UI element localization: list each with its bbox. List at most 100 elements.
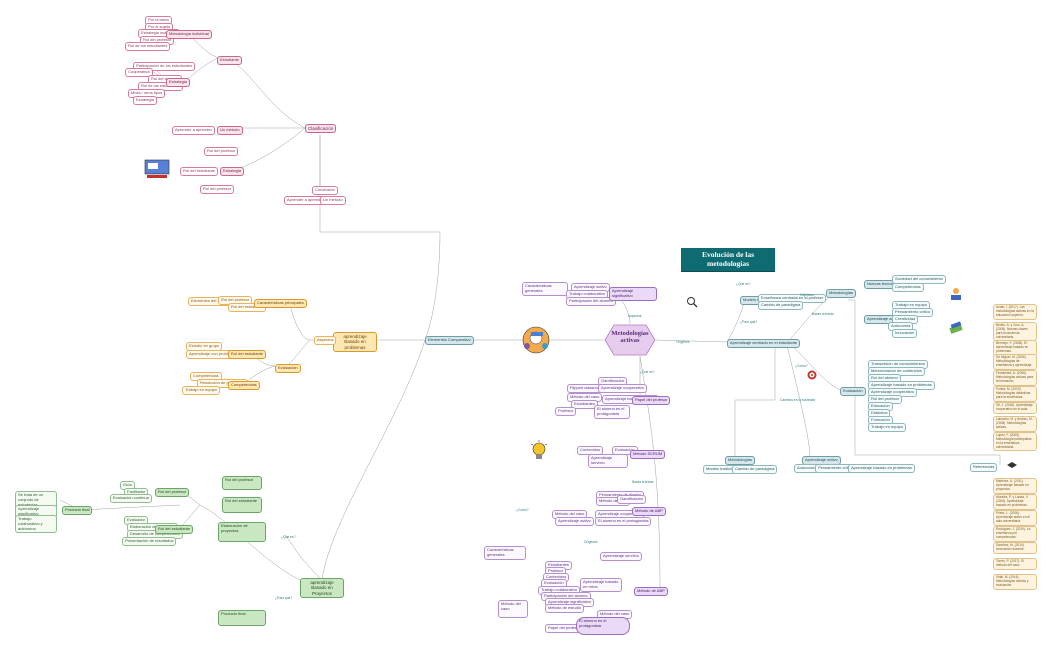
reference-16: Vidal, M. (2016). Metodologías activas y…	[993, 574, 1037, 590]
graduation-cap-icon	[1007, 462, 1017, 468]
purple-node-11[interactable]: Estudiantes	[571, 400, 598, 409]
label-8: ¿Cómo?	[795, 364, 808, 368]
pink-node-18[interactable]: Rol del estudiante	[180, 167, 219, 176]
label-6: Bases teóricas	[812, 312, 834, 316]
green-node-13[interactable]: Rol del estudiante	[155, 525, 194, 534]
purple-node-26[interactable]: Método de ABP	[632, 507, 666, 516]
purple-node-37[interactable]: Método de estudio	[545, 604, 584, 613]
reference-1: Aznar, I. (2017). Las metodologías activ…	[993, 304, 1037, 320]
teal-node-32[interactable]: Aprendizaje basado en problemas	[848, 464, 915, 473]
teal-node-4[interactable]: Cambio de paradigma	[758, 301, 804, 310]
label-3: ¿Qué es?	[736, 282, 751, 286]
pink-node-17[interactable]: Rol del profesor	[204, 147, 239, 156]
lightbulb-icon	[530, 440, 548, 459]
pink-node-8[interactable]: Participación de los estudiantes	[133, 62, 196, 71]
pink-node-19[interactable]: Estrategia	[220, 167, 245, 176]
presentation-icon	[144, 159, 170, 178]
purple-node-8[interactable]: Aprendizaje cooperativo	[598, 384, 647, 393]
pink-node-5[interactable]: Rol de los estudiantes	[125, 42, 171, 51]
label-2: Orígenes	[676, 340, 690, 344]
reference-8: Labrador, M. y Andreu, M. (2008). Metodo…	[993, 416, 1037, 432]
purple-node-28[interactable]: Aprendizaje servicio	[600, 552, 642, 561]
green-node-8[interactable]: Rol del profesor	[155, 488, 190, 497]
teal-node-25[interactable]: Trabajo en equipo	[868, 423, 907, 432]
purple-node-4[interactable]: Participación del alumno	[566, 297, 616, 306]
problem-based-learning-node[interactable]: aprendizaje Basado en problemas	[333, 332, 377, 353]
pink-node-23[interactable]: Un método	[320, 196, 346, 205]
orange-node-13[interactable]: Aspectos	[314, 336, 337, 345]
magnifier-icon	[687, 297, 698, 308]
purple-node-33[interactable]: Aprendizaje basado en retos	[580, 578, 622, 592]
purple-node-21[interactable]: Gamificación	[617, 495, 647, 504]
pink-node-14[interactable]: Estrategia	[166, 78, 191, 87]
teal-node-8[interactable]: Competencias	[892, 283, 924, 292]
orange-node-12[interactable]: Competencias	[228, 381, 260, 390]
label-13: ¿Para qué?	[275, 596, 293, 600]
teal-node-14[interactable]: Innovación	[892, 329, 918, 338]
purple-node-1[interactable]: Características generales	[522, 282, 568, 296]
purple-node-42[interactable]: El alumno es el protagonista	[576, 617, 630, 635]
orange-node-11[interactable]: Trabajo en equipo	[182, 386, 221, 395]
teal-node-33[interactable]: Referencias	[970, 463, 998, 472]
label-11: Orígenes	[584, 540, 598, 544]
purple-node-39[interactable]: Método del caso	[498, 600, 528, 618]
reference-4: De Miguel, M. (2006). Metodologías de en…	[993, 354, 1037, 370]
green-node-16[interactable]: Elaboración de proyectos	[218, 522, 266, 542]
target-icon	[807, 370, 817, 380]
teal-node-28[interactable]: Cambio de paradigma	[732, 465, 778, 474]
root-node-shape	[604, 324, 656, 356]
green-node-7[interactable]: Evaluación continua	[110, 494, 152, 503]
pink-node-16[interactable]: Un método	[217, 126, 243, 135]
pink-node-9[interactable]: Cooperativa	[125, 68, 153, 77]
green-node-14[interactable]: Rol del profesor	[222, 476, 262, 490]
purple-node-5[interactable]: Aprendizaje significativo	[609, 287, 657, 301]
reference-6: Fortea, M. (2019). Metodologías didáctic…	[993, 386, 1037, 402]
purple-node-23[interactable]: Aprendizaje activo	[555, 517, 594, 526]
green-node-4[interactable]: Producto final	[62, 506, 93, 515]
project-based-learning-node[interactable]: aprendizaje Basado en Proyectos	[300, 578, 344, 599]
purple-node-14[interactable]: Papel del profesor	[632, 396, 671, 405]
purple-node-25[interactable]: El alumno es el protagonista	[595, 517, 652, 526]
label-14: ¿Qué es?	[281, 535, 296, 539]
reference-2: Benito, A. y Cruz, A. (2005). Nuevas cla…	[993, 322, 1037, 342]
reference-15: Torres, P. (2017). El método del caso.	[993, 558, 1037, 570]
pink-node-15[interactable]: Aprender a aprender	[172, 126, 215, 135]
label-5: Objetivos	[800, 293, 814, 297]
green-node-17[interactable]: Producto final	[218, 610, 266, 626]
comparative-elements-node[interactable]: Elementos Comparativo	[425, 336, 474, 345]
purple-node-18[interactable]: Método SCRUM	[630, 450, 666, 459]
teal-node-1[interactable]: Aprendizaje centrado en el estudiante	[727, 339, 801, 348]
team-brain-icon	[522, 326, 550, 354]
green-node-15[interactable]: Rol del estudiante	[222, 497, 262, 513]
label-1: Aspectos	[628, 314, 642, 318]
root-title: Metodologías activas	[611, 330, 649, 345]
classification-node[interactable]: Clasificación	[305, 124, 337, 134]
reference-14: Sánchez, M. (2014). Innovación docente.	[993, 542, 1037, 554]
orange-node-4[interactable]: Características principales	[254, 299, 307, 308]
label-12: ¿Cómo?	[516, 508, 529, 512]
purple-node-38[interactable]: Método de ABP	[634, 587, 668, 596]
reference-11: Morales, P. y Landa, V. (2004). Aprendiz…	[993, 494, 1037, 510]
green-node-12[interactable]: Presentación de resultados	[122, 537, 177, 546]
orange-node-8[interactable]: Evaluación	[275, 364, 301, 373]
purple-node-27[interactable]: Características generales	[484, 546, 526, 560]
pink-node-7[interactable]: Estudiante	[217, 56, 242, 65]
reference-12: Prieto, L. (2006). Aprendizaje activo en…	[993, 510, 1037, 526]
purple-node-17[interactable]: Aprendizaje servicio	[588, 454, 628, 468]
teal-node-5[interactable]: Metodologías	[826, 289, 857, 298]
teal-node-26[interactable]: Metodologías	[725, 456, 756, 465]
purple-node-13[interactable]: El alumno es el protagonista	[594, 405, 630, 419]
pink-node-21[interactable]: Conclusión	[312, 186, 338, 195]
reference-9: López, F. (2005). Metodología participat…	[993, 432, 1037, 452]
teal-node-15[interactable]: Evaluación	[840, 387, 866, 396]
pink-node-20[interactable]: Rol del profesor	[200, 185, 235, 194]
label-4: ¿Para qué?	[740, 320, 758, 324]
purple-node-12[interactable]: Profesor	[555, 407, 577, 416]
orange-node-7[interactable]: Rol del estudiante	[228, 350, 267, 359]
pink-node-6[interactable]: Metodología individual	[166, 30, 212, 39]
label-10: Bases teóricas	[632, 480, 654, 484]
reference-5: Fernández, A. (2006). Metodologías activ…	[993, 370, 1037, 386]
green-node-3[interactable]: Trabajo colaborativo y autónomo	[15, 515, 57, 534]
label-7: Cambios en la sociedad	[780, 398, 816, 402]
pink-node-13[interactable]: Estrategia	[133, 96, 158, 105]
